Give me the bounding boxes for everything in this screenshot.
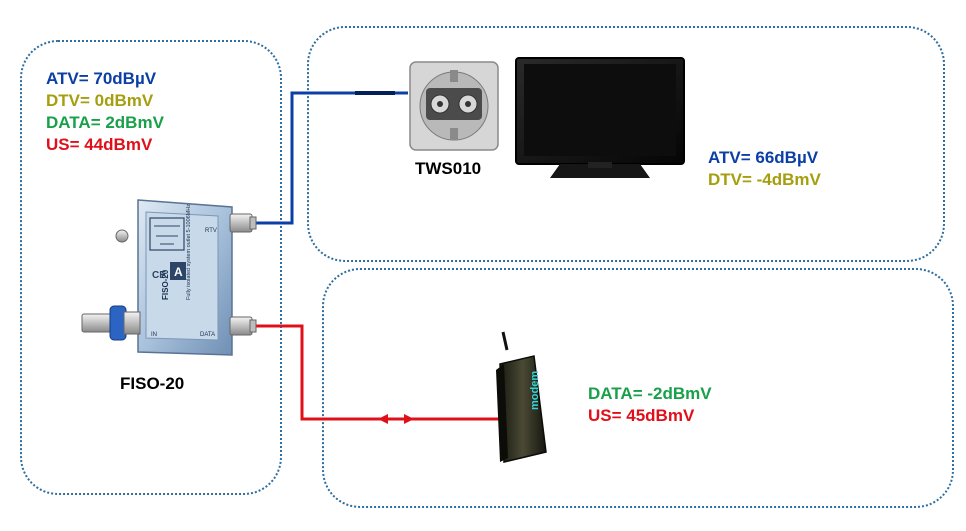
- modem-device-text: modem: [529, 371, 541, 410]
- tv-image: [515, 57, 685, 178]
- svg-text:A: A: [174, 265, 183, 279]
- modem-data-level: DATA= -2dBmV: [588, 384, 712, 403]
- port-data-label: DATA: [200, 332, 215, 338]
- source-us-level: US= 44dBmV: [46, 135, 153, 154]
- modem-zone: [322, 268, 954, 508]
- modem-image: modem: [496, 331, 547, 463]
- svg-text:CE: CE: [152, 270, 166, 281]
- fiso20-label: FISO-20: [120, 374, 185, 393]
- device-name-text: FISO-20: [161, 269, 170, 300]
- arrow-right-icon: [404, 414, 414, 424]
- device-description-text: Fully isolated system outlet 5-1006MHz: [186, 204, 192, 300]
- source-data-level: DATA= 2dBmV: [46, 113, 164, 132]
- port-rtv-label: RTV: [205, 228, 217, 234]
- tv-atv-level: ATV= 66dBµV: [708, 148, 819, 167]
- arrow-left-icon: [378, 414, 388, 424]
- source-zone: [20, 40, 282, 495]
- tws010-label: TWS010: [415, 159, 482, 178]
- tv-zone: [307, 26, 945, 262]
- source-dtv-level: DTV= 0dBmV: [46, 91, 154, 110]
- modem-cable: [256, 324, 500, 424]
- modem-us-level: US= 45dBmV: [588, 406, 695, 425]
- tv-dtv-level: DTV= -4dBmV: [708, 170, 821, 189]
- port-in-label: IN: [151, 332, 157, 338]
- tws010-wall-socket-image: [409, 61, 499, 151]
- tv-coax-cable: [256, 91, 408, 225]
- source-atv-level: ATV= 70dBµV: [46, 69, 157, 88]
- fiso20-splitter-image: CE A FISO-20 Fully isolated system outle…: [81, 199, 257, 356]
